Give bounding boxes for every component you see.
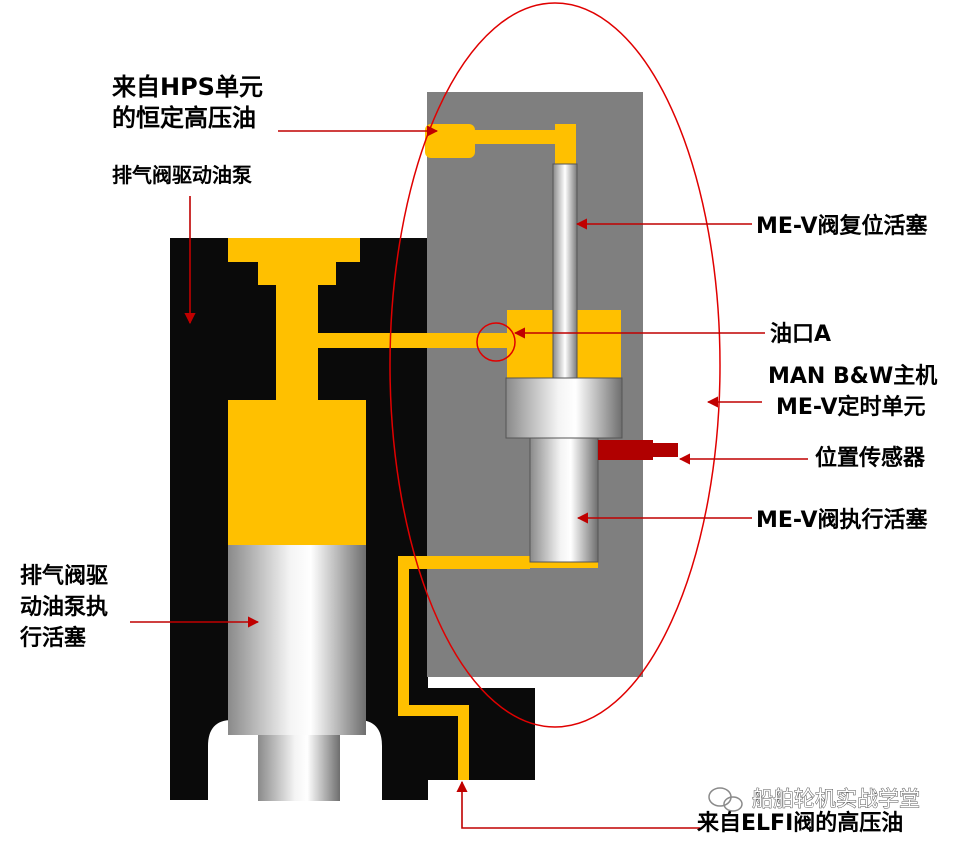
pump-piston (228, 545, 366, 735)
watermark-text: 船舶轮机实战学堂 (752, 787, 920, 811)
label-hps-line2: 的恒定高压油 (112, 104, 256, 132)
label-hps-line1: 来自HPS单元 (112, 73, 263, 101)
label-pump-piston-line2: 动油泵执 (20, 595, 108, 620)
label-pump: 排气阀驱动油泵 (112, 163, 252, 187)
reset-piston-rod (552, 163, 578, 379)
label-pump-piston-line1: 排气阀驱 (20, 563, 108, 589)
label-actuator-piston: ME-V阀执行活塞 (756, 507, 928, 533)
label-unit-line1: MAN B&W主机 (768, 364, 937, 389)
leader-arrows (130, 125, 808, 829)
pump-piston-stem (258, 735, 340, 801)
position-sensor (598, 440, 678, 460)
wechat-icon (708, 787, 743, 812)
reset-piston-head (505, 377, 623, 439)
label-unit-line2: ME-V定时单元 (776, 394, 925, 420)
port-a-marker (476, 322, 516, 362)
label-elfi: 来自ELFI阀的高压油 (696, 810, 903, 836)
label-port-a: 油口A (770, 322, 831, 347)
label-reset-piston: ME-V阀复位活塞 (756, 213, 928, 239)
label-sensor: 位置传感器 (815, 445, 926, 471)
timing-unit-outline (389, 2, 721, 728)
actuator-piston (529, 437, 599, 563)
label-pump-piston-line3: 行活塞 (19, 625, 87, 651)
watermark: 船舶轮机实战学堂 (708, 787, 921, 812)
